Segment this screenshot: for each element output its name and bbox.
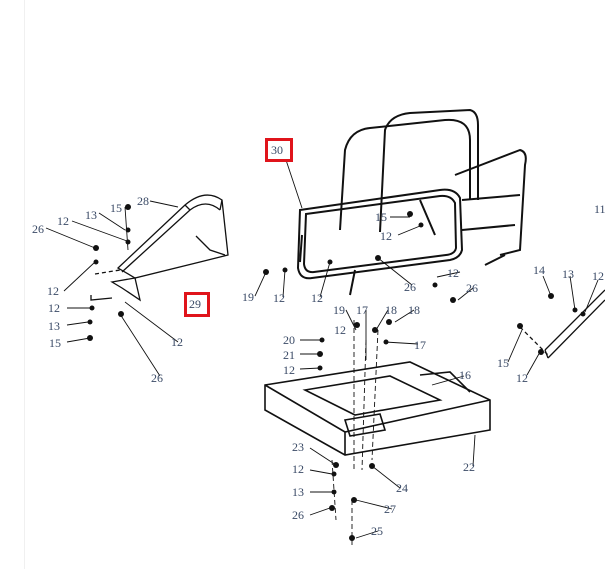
callout-29: 29	[189, 297, 201, 311]
callout-15: 15	[375, 210, 387, 224]
fasteners	[87, 204, 586, 541]
callout-18: 18	[385, 303, 397, 317]
callout-26: 26	[292, 508, 304, 522]
callout-12: 12	[47, 284, 59, 298]
callout-17: 17	[414, 338, 426, 352]
callout-23: 23	[292, 440, 304, 454]
callout-26: 26	[151, 371, 163, 385]
callout-19: 19	[242, 290, 254, 304]
callout-12: 12	[380, 229, 392, 243]
callout-12: 12	[447, 266, 459, 280]
callout-26: 26	[404, 280, 416, 294]
callout-12: 12	[57, 214, 69, 228]
callout-12: 12	[592, 269, 604, 283]
callout-27: 27	[384, 502, 396, 516]
callout-19: 19	[333, 303, 345, 317]
roll-cage	[296, 108, 527, 296]
callout-12: 12	[273, 291, 285, 305]
callout-13: 13	[85, 208, 97, 222]
highlight-box-29	[184, 292, 210, 317]
callout-12: 12	[171, 335, 183, 349]
callout-16: 16	[459, 368, 471, 382]
callout-20: 20	[283, 333, 295, 347]
base-frame	[264, 361, 491, 456]
chute-assembly	[90, 194, 229, 302]
callout-12: 12	[311, 291, 323, 305]
callout-21: 21	[283, 348, 295, 362]
callout-25: 25	[371, 524, 383, 538]
callout-30: 30	[271, 143, 283, 157]
callout-17: 17	[356, 303, 368, 317]
callout-28: 28	[137, 194, 149, 208]
callout-13: 13	[292, 485, 304, 499]
callout-12: 12	[283, 363, 295, 377]
callout-12: 12	[48, 301, 60, 315]
callout-12: 12	[516, 371, 528, 385]
callout-15: 15	[497, 356, 509, 370]
side-rail	[519, 289, 605, 359]
callout-13: 13	[48, 319, 60, 333]
callout-11: 11	[594, 202, 605, 216]
callout-15: 15	[110, 201, 122, 215]
callout-15: 15	[49, 336, 61, 350]
highlight-box-30	[265, 138, 293, 162]
callout-26: 26	[466, 281, 478, 295]
callout-22: 22	[463, 460, 475, 474]
leader-lines	[45, 159, 599, 545]
callout-18: 18	[408, 303, 420, 317]
callout-13: 13	[562, 267, 574, 281]
callout-12: 12	[334, 323, 346, 337]
callout-12: 12	[292, 462, 304, 476]
callout-14: 14	[533, 263, 545, 277]
page-edge	[24, 0, 25, 569]
callout-26: 26	[32, 222, 44, 236]
callout-24: 24	[396, 481, 408, 495]
